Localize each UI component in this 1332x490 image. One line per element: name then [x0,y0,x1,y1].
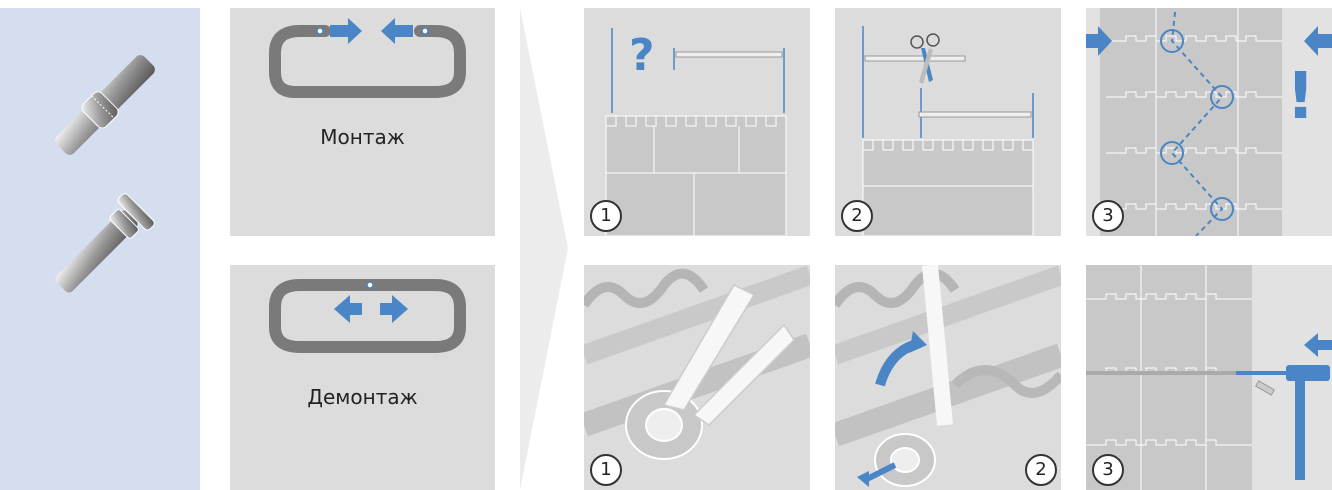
mount-step-1: ? 1 [584,8,810,236]
arrow-icon [330,18,413,44]
dismount-step-2: 2 [835,265,1061,490]
arrow-icon [1304,333,1332,357]
chain-icon [230,265,495,490]
dismount-panel: Демонтаж [230,265,495,490]
chevron-icon [520,8,570,490]
dismount-step-3: 3 [1086,265,1332,490]
step-number: 2 [841,200,873,232]
hammer-icon [1286,365,1330,480]
step-number: 3 [1092,454,1124,486]
mount-step-2: 2 [835,8,1061,236]
mount-step-3: ! 3 [1086,8,1332,236]
pliers-icon [664,285,794,425]
pin-icon [0,8,200,490]
mount-panel: Монтаж [230,8,495,236]
arrow-icon [334,295,408,323]
step-number: 1 [590,454,622,486]
question-mark: ? [629,30,655,81]
pin-sidebar [0,8,200,490]
mount-label: Монтаж [230,125,495,149]
step-number: 2 [1025,454,1057,486]
exclamation-mark: ! [1286,60,1315,134]
step-number: 1 [590,200,622,232]
dismount-step-1: 1 [584,265,810,490]
step-number: 3 [1092,200,1124,232]
dismount-label: Демонтаж [230,385,495,409]
chain-icon [230,8,495,236]
